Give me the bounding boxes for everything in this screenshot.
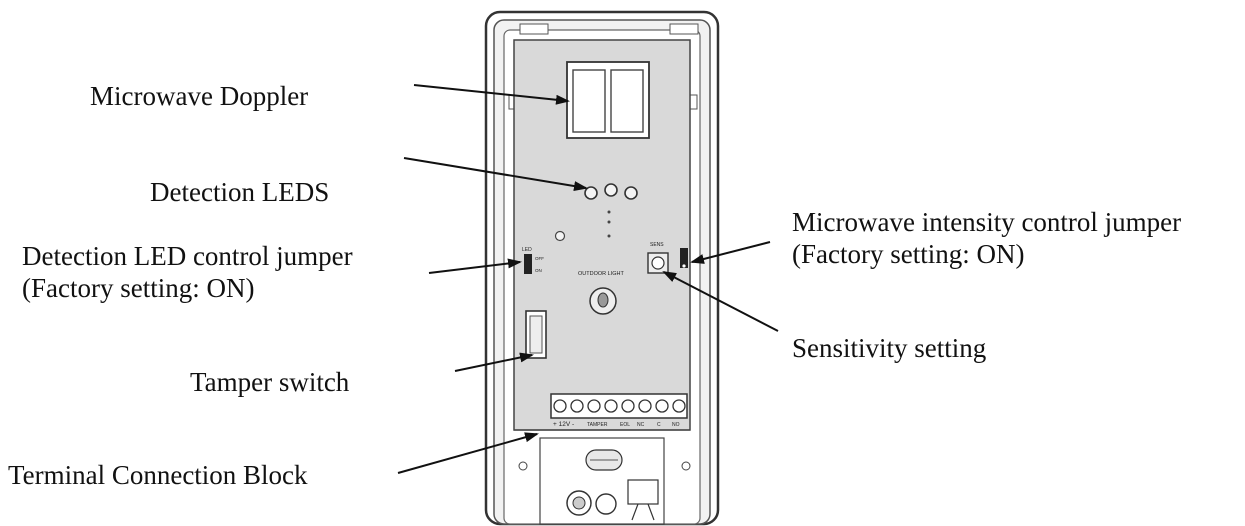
svg-text:+ 12V -: + 12V - bbox=[553, 421, 574, 428]
callout-arrows bbox=[397, 84, 779, 474]
sensitivity-potentiometer: SENS bbox=[647, 242, 669, 274]
microwave-doppler-module bbox=[566, 61, 650, 139]
outdoor-light-sensor: OUTDOOR LIGHT bbox=[578, 271, 624, 315]
svg-text:SENS: SENS bbox=[650, 242, 664, 248]
terminal-block: + 12V - TAMPER EOL NC C NO bbox=[550, 393, 688, 428]
arrow-detection-leds bbox=[403, 157, 588, 191]
arrow-led-jumper bbox=[428, 258, 522, 274]
microwave-jumper-factory: (Factory setting: ON) bbox=[792, 239, 1025, 269]
svg-text:OFF: OFF bbox=[535, 256, 544, 261]
label-microwave-jumper: Microwave intensity control jumper (Fact… bbox=[792, 206, 1181, 270]
svg-text:NC: NC bbox=[637, 422, 645, 428]
arrow-sensitivity bbox=[662, 271, 779, 332]
microwave-intensity-jumper bbox=[680, 248, 688, 268]
cable-entry bbox=[514, 429, 691, 525]
led-jumper-factory: (Factory setting: ON) bbox=[22, 273, 255, 303]
svg-text:ON: ON bbox=[535, 268, 542, 273]
label-tamper-switch: Tamper switch bbox=[190, 367, 350, 397]
svg-text:C: C bbox=[657, 422, 661, 428]
arrow-microwave-doppler bbox=[413, 84, 570, 105]
label-led-jumper: Detection LED control jumper (Factory se… bbox=[22, 240, 353, 304]
microwave-jumper-title: Microwave intensity control jumper bbox=[792, 207, 1182, 237]
svg-text:EOL: EOL bbox=[620, 422, 630, 428]
led-jumper-title: Detection LED control jumper bbox=[22, 241, 353, 271]
label-terminal-block: Terminal Connection Block bbox=[8, 460, 308, 490]
label-sensitivity: Sensitivity setting bbox=[792, 333, 987, 363]
tamper-switch bbox=[525, 310, 547, 359]
svg-text:NO: NO bbox=[672, 422, 680, 428]
label-microwave-doppler: Microwave Doppler bbox=[90, 81, 309, 111]
detection-leds bbox=[554, 183, 638, 242]
svg-text:LED: LED bbox=[522, 247, 532, 253]
svg-text:OUTDOOR LIGHT: OUTDOOR LIGHT bbox=[578, 271, 624, 277]
arrow-microwave-jumper bbox=[690, 241, 771, 264]
label-detection-leds: Detection LEDS bbox=[150, 177, 330, 207]
arrow-tamper-switch bbox=[454, 352, 534, 372]
arrow-terminal-block bbox=[397, 432, 539, 474]
svg-text:TAMPER: TAMPER bbox=[587, 422, 608, 428]
led-control-jumper: LED OFF ON bbox=[522, 247, 544, 274]
